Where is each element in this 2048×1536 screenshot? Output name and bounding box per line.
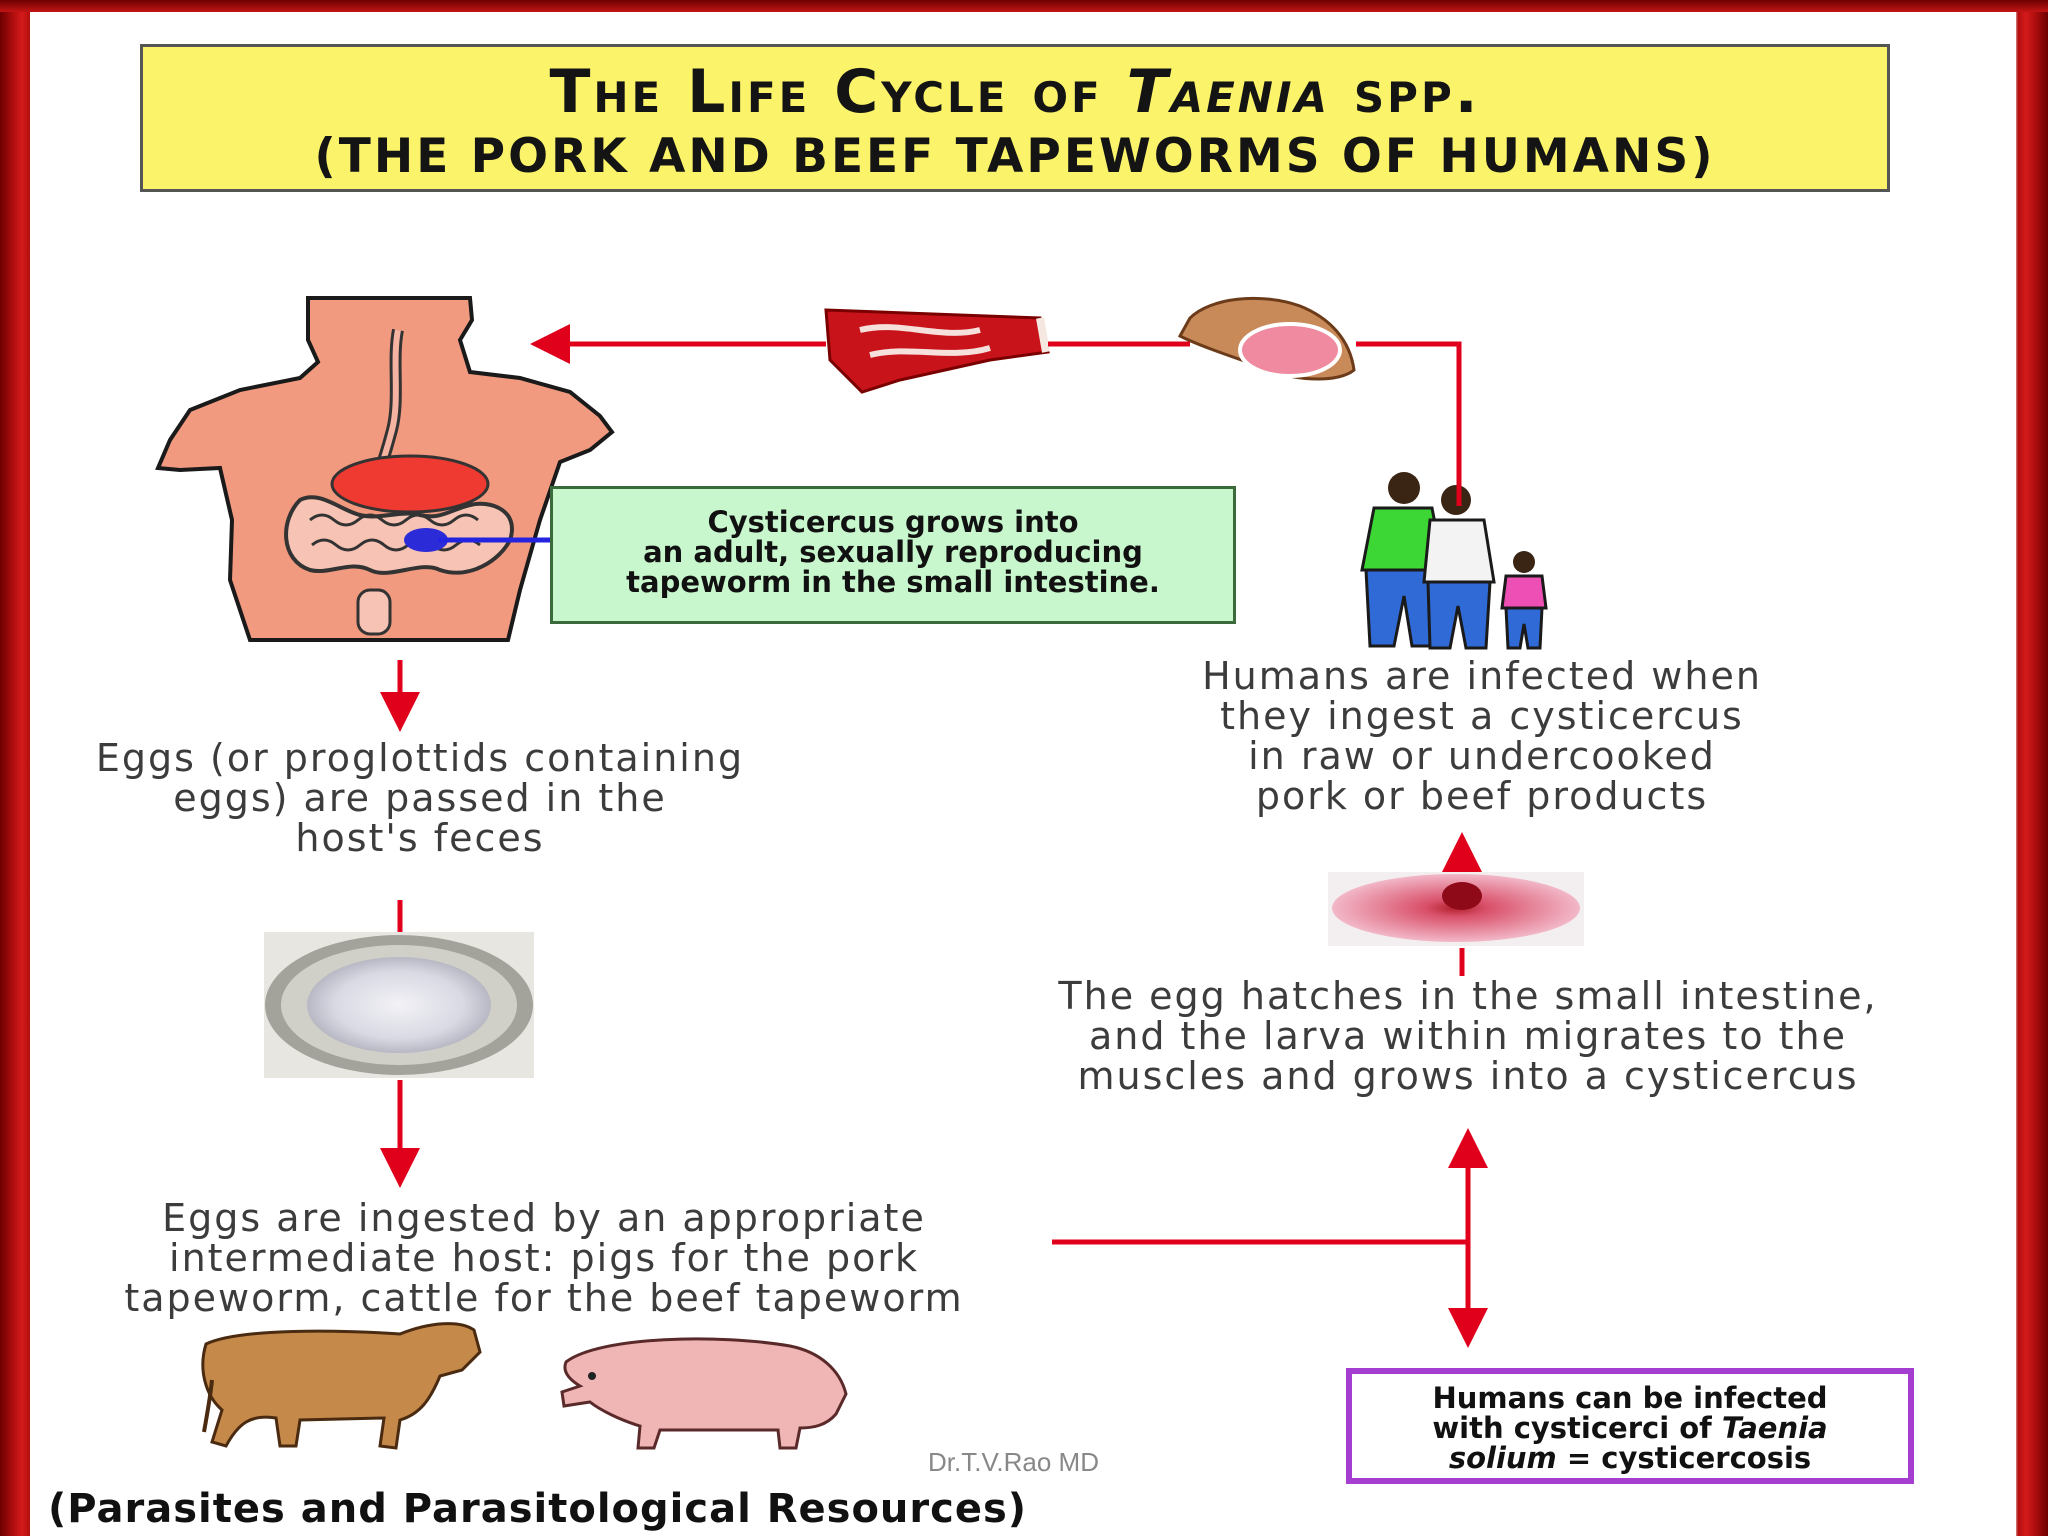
title-box: The Life Cycle of Taenia spp. (THE PORK … <box>140 44 1890 192</box>
cysticercosis-line2-prefix: with cysticerci of <box>1432 1411 1722 1445</box>
title-prefix: The Life Cycle of <box>549 57 1127 127</box>
humans-infected-line3: in raw or undercooked <box>1248 734 1716 778</box>
humans-infected-line1: Humans are infected when <box>1202 654 1762 698</box>
author-credit: Dr.T.V.Rao MD <box>928 1447 1099 1477</box>
adult-line2: an adult, sexually reproducing <box>643 535 1143 569</box>
family-icon <box>1360 472 1548 650</box>
egg-hatches-line1: The egg hatches in the small intestine, <box>1058 974 1878 1018</box>
title-genus: Taenia <box>1126 57 1331 127</box>
cysticercosis-line2: with cysticerci of Taenia <box>1352 1413 1908 1443</box>
cycle-arrows <box>380 324 1488 1348</box>
cysticercus-micrograph-icon <box>1328 872 1584 946</box>
eggs-ingested-caption: Eggs are ingested by an appropriate inte… <box>36 1198 1052 1318</box>
cysticercosis-line3-suffix: = cysticercosis <box>1556 1441 1812 1475</box>
humans-infected-line2: they ingest a cysticercus <box>1220 694 1744 738</box>
slide-panel <box>30 12 2016 1536</box>
adult-tapeworm-box: Cysticercus grows into an adult, sexuall… <box>550 486 1236 624</box>
pig-icon <box>560 1337 848 1450</box>
adult-line3: tapeworm in the small intestine. <box>626 565 1160 599</box>
egg-hatches-line3: muscles and grows into a cysticercus <box>1077 1054 1859 1098</box>
eggs-passed-line1: Eggs (or proglottids containing <box>95 736 745 780</box>
adult-line1: Cysticercus grows into <box>707 505 1079 539</box>
human-torso-icon <box>155 296 615 642</box>
cysticercosis-species: solium <box>1448 1441 1557 1475</box>
eggs-passed-line2: eggs) are passed in the <box>173 776 667 820</box>
cysticercosis-line3: solium = cysticercosis <box>1352 1443 1908 1473</box>
arrow-family-to-pork <box>1356 341 1462 506</box>
pork-ham-icon <box>1177 296 1356 381</box>
eggs-ingested-line2: intermediate host: pigs for the pork <box>169 1236 919 1280</box>
beef-steak-icon <box>824 308 1050 394</box>
eggs-passed-line3: host's feces <box>295 816 545 860</box>
cysticercosis-box: Humans can be infected with cysticerci o… <box>1346 1368 1914 1484</box>
title-line2: (THE PORK AND BEEF TAPEWORMS OF HUMANS) <box>314 129 1716 184</box>
cow-icon <box>201 1322 482 1450</box>
cysticercosis-line1: Humans can be infected <box>1432 1381 1828 1415</box>
source-footer: (Parasites and Parasitological Resources… <box>48 1486 1028 1532</box>
egg-hatches-line2: and the larva within migrates to the <box>1088 1014 1848 1058</box>
title-suffix: spp. <box>1330 57 1481 127</box>
eggs-ingested-line3: tapeworm, cattle for the beef tapeworm <box>124 1276 964 1320</box>
humans-infected-caption: Humans are infected when they ingest a c… <box>1110 656 1854 816</box>
humans-infected-line4: pork or beef products <box>1255 774 1709 818</box>
eggs-ingested-line1: Eggs are ingested by an appropriate <box>162 1196 926 1240</box>
cysticercosis-genus: Taenia <box>1721 1411 1828 1445</box>
egg-hatches-caption: The egg hatches in the small intestine, … <box>980 976 1956 1096</box>
title-line1: The Life Cycle of Taenia spp. <box>143 57 1887 127</box>
eggs-passed-caption: Eggs (or proglottids containing eggs) ar… <box>30 738 810 858</box>
egg-micrograph-icon <box>264 932 534 1078</box>
